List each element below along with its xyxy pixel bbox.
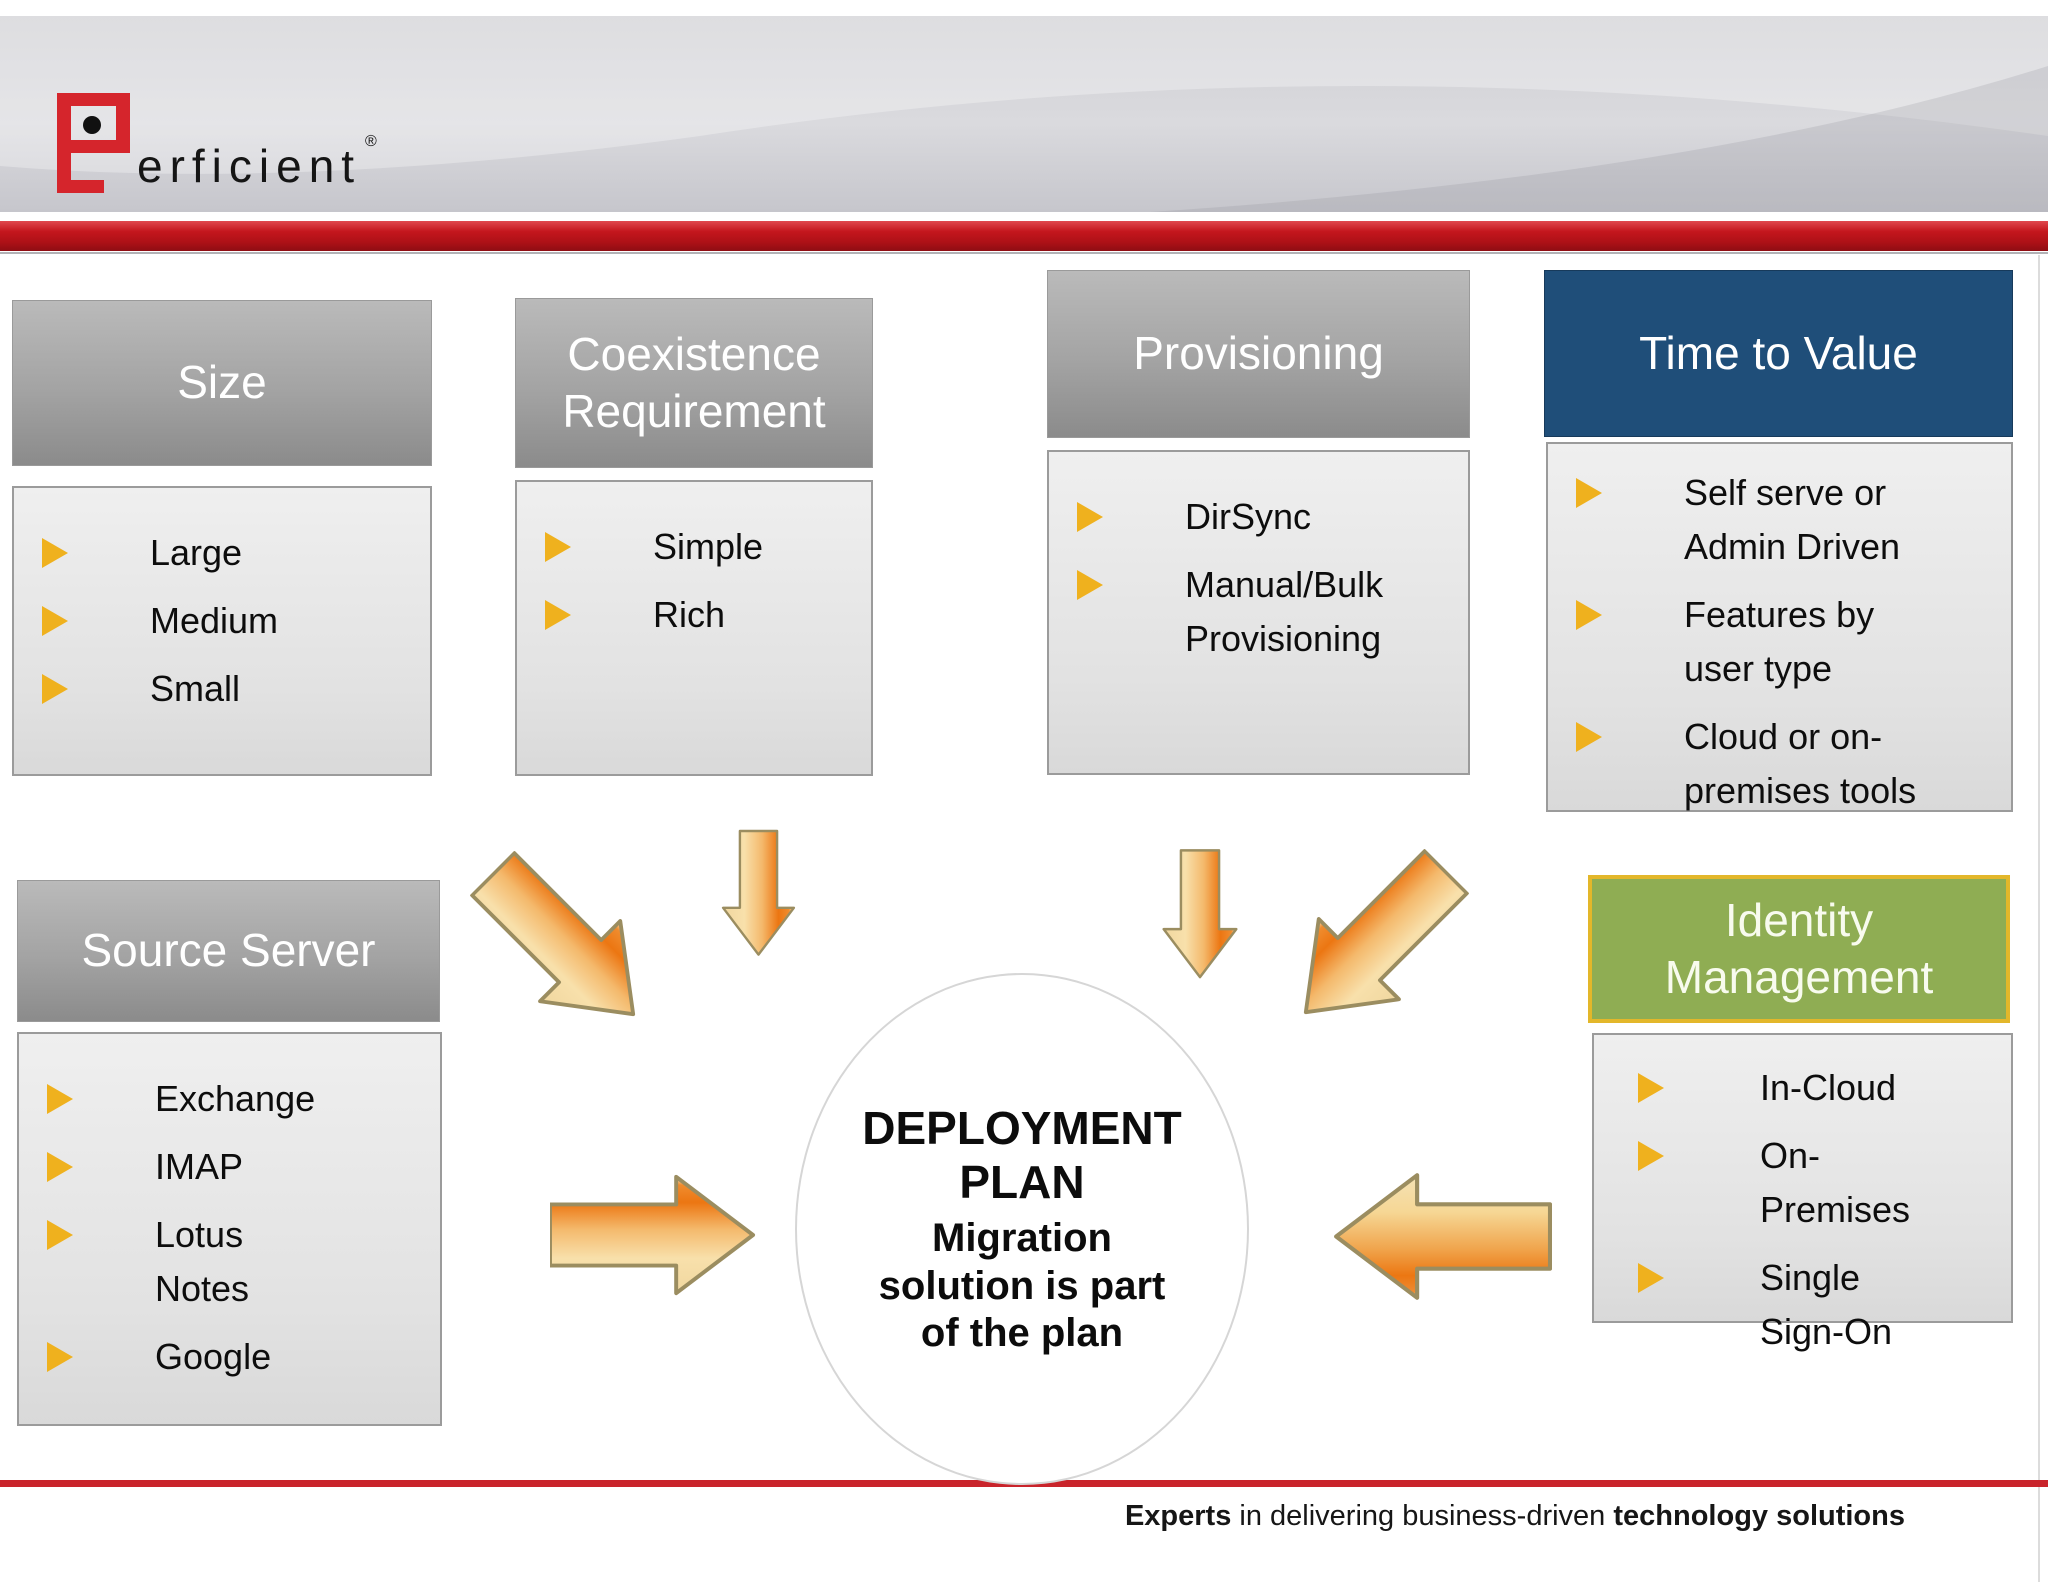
triangle-bullet-icon [1077, 570, 1129, 600]
triangle-bullet-icon [1638, 1263, 1690, 1293]
triangle-bullet-icon [1576, 478, 1628, 508]
header-swoosh-decoration [0, 16, 2048, 212]
triangle-bullet-icon [42, 606, 94, 636]
logo-wordmark: erficient [137, 140, 362, 192]
triangle-bullet-icon [1638, 1141, 1690, 1171]
tagline-experts: Experts [1124, 1500, 1232, 1532]
list-item: Large [42, 526, 422, 580]
list-item: Features by user type [1576, 588, 2003, 696]
deployment-plan-circle: DEPLOYMENT PLAN Migration solution is pa… [795, 973, 1249, 1485]
triangle-bullet-icon [42, 538, 94, 568]
list-item: In-Cloud [1638, 1061, 2003, 1115]
triangle-bullet-icon [47, 1084, 99, 1114]
box-header-coexistence: Coexistence Requirement [515, 298, 873, 468]
box-header-identity-management: Identity Management [1588, 875, 2010, 1023]
tagline-technology-solutions: technology solutions [1613, 1500, 1905, 1532]
registered-mark: ® [365, 133, 377, 150]
red-accent-bar-top [0, 218, 2048, 251]
list-item: On- Premises [1638, 1129, 2003, 1237]
box-header-size: Size [12, 300, 432, 466]
box-list-identity-management: In-Cloud On- Premises Single Sign-On [1592, 1033, 2013, 1352]
box-list-time-to-value: Self serve or Admin Driven Features by u… [1546, 442, 2013, 812]
arrow-provisioning-to-plan-icon [1162, 849, 1238, 979]
list-item: DirSync [1077, 490, 1460, 544]
list-item: Cloud or on- premises tools [1576, 710, 2003, 818]
slide-right-edge [2038, 255, 2040, 1582]
tagline-middle: in delivering business-driven [1231, 1500, 1614, 1532]
list-item: Medium [42, 594, 422, 648]
arrow-source-server-to-plan-icon [550, 1174, 756, 1296]
header-band: erficient ® [0, 16, 2048, 212]
perficient-p-icon [57, 93, 130, 193]
list-item: IMAP [47, 1140, 432, 1194]
perficient-logo: erficient ® [57, 93, 387, 203]
list-item: Manual/Bulk Provisioning [1077, 558, 1460, 666]
triangle-bullet-icon [1576, 722, 1628, 752]
box-list-coexistence: Simple Rich [515, 480, 873, 776]
box-list-source-server: Exchange IMAP Lotus Notes Google [17, 1032, 442, 1426]
box-list-provisioning: DirSync Manual/Bulk Provisioning [1047, 450, 1470, 775]
footer-tagline: Experts in delivering business-driven te… [1125, 1500, 1905, 1533]
triangle-bullet-icon [545, 532, 597, 562]
box-list-size: Large Medium Small [12, 486, 432, 776]
triangle-bullet-icon [1638, 1073, 1690, 1103]
triangle-bullet-icon [545, 600, 597, 630]
box-header-time-to-value: Time to Value [1544, 270, 2013, 437]
list-item: Google [47, 1330, 432, 1384]
list-item: Lotus Notes [47, 1208, 432, 1316]
triangle-bullet-icon [1077, 502, 1129, 532]
red-bar-underline [0, 252, 2048, 254]
triangle-bullet-icon [1576, 600, 1628, 630]
box-header-source-server: Source Server [17, 880, 440, 1022]
arrow-time-to-value-to-plan-icon [1303, 849, 1469, 1015]
list-item: Simple [545, 520, 863, 574]
deployment-plan-title: DEPLOYMENT PLAN [862, 1101, 1182, 1209]
list-item: Self serve or Admin Driven [1576, 466, 2003, 574]
box-header-provisioning: Provisioning [1047, 270, 1470, 438]
list-item: Exchange [47, 1072, 432, 1126]
arrow-coexistence-to-plan-icon [721, 829, 796, 956]
list-item: Single Sign-On [1638, 1251, 2003, 1359]
arrow-identity-to-plan-icon [1334, 1173, 1552, 1300]
triangle-bullet-icon [47, 1220, 99, 1250]
triangle-bullet-icon [42, 674, 94, 704]
triangle-bullet-icon [47, 1152, 99, 1182]
triangle-bullet-icon [47, 1342, 99, 1372]
list-item: Small [42, 662, 422, 716]
list-item: Rich [545, 588, 863, 642]
arrow-size-to-plan-icon [470, 851, 636, 1017]
deployment-plan-subtitle: Migration solution is part of the plan [878, 1216, 1166, 1355]
